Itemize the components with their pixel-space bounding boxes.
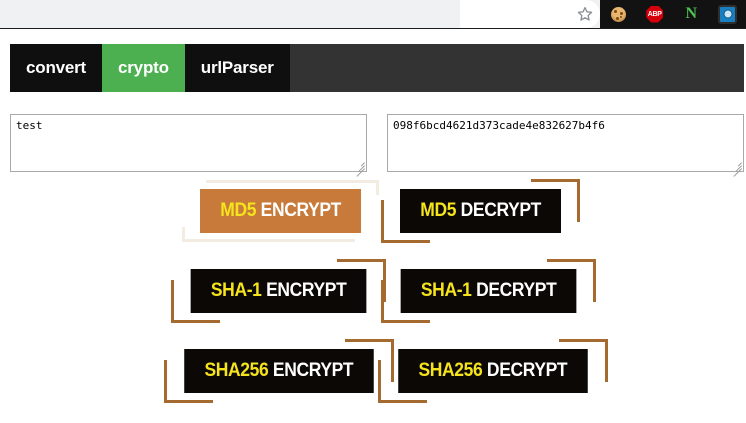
cookie-extension-icon[interactable] <box>607 3 629 25</box>
tab-urlparser-label: urlParser <box>200 58 274 77</box>
md5-decrypt-frame: MD5 DECRYPT <box>381 179 581 243</box>
md5-encrypt-algo-label: MD5 <box>220 200 257 221</box>
main-nav-tabs: convert crypto urlParser <box>10 44 744 92</box>
sha1-encrypt-button[interactable]: SHA-1 ENCRYPT <box>190 269 367 313</box>
sha256-decrypt-algo-label: SHA256 <box>418 360 483 381</box>
tab-crypto[interactable]: crypto <box>102 44 185 92</box>
sha1-row: SHA-1 ENCRYPT SHA-1 DECRYPT <box>8 259 746 349</box>
md5-decrypt-action-label: DECRYPT <box>460 200 542 221</box>
io-row <box>10 114 744 177</box>
md5-row: MD5 ENCRYPT MD5 DECRYPT <box>8 179 746 269</box>
tab-convert-label: convert <box>26 58 87 77</box>
sha1-encrypt-frame: SHA-1 ENCRYPT <box>171 259 387 323</box>
sha1-decrypt-action-label: DECRYPT <box>476 280 557 301</box>
bookmark-star-icon[interactable] <box>576 5 594 23</box>
omnibox-right-end[interactable] <box>460 0 600 28</box>
md5-decrypt-algo-label: MD5 <box>420 200 457 221</box>
md5-decrypt-button[interactable]: MD5 DECRYPT <box>400 189 562 233</box>
browser-toolbar: ABP N <box>0 0 746 28</box>
md5-encrypt-frame: MD5 ENCRYPT <box>182 180 380 242</box>
sha256-decrypt-button[interactable]: SHA256 DECRYPT <box>398 349 588 393</box>
md5-encrypt-button[interactable]: MD5 ENCRYPT <box>200 189 362 233</box>
sha256-decrypt-frame: SHA256 DECRYPT <box>378 339 608 403</box>
sha256-encrypt-frame: SHA256 ENCRYPT <box>164 339 394 403</box>
sha1-decrypt-algo-label: SHA-1 <box>420 280 472 301</box>
input-textarea-wrapper <box>10 114 367 177</box>
plaintext-input[interactable] <box>10 114 367 172</box>
evernote-extension-icon[interactable]: N <box>680 3 702 25</box>
sha256-encrypt-action-label: ENCRYPT <box>272 360 354 381</box>
output-textarea-wrapper <box>387 114 744 177</box>
sha1-encrypt-action-label: ENCRYPT <box>266 280 347 301</box>
adblock-plus-extension-icon[interactable]: ABP <box>644 3 666 25</box>
sha256-encrypt-button[interactable]: SHA256 ENCRYPT <box>184 349 374 393</box>
evernote-label: N <box>685 5 698 22</box>
tab-crypto-label: crypto <box>118 58 169 77</box>
sha256-decrypt-action-label: DECRYPT <box>486 360 568 381</box>
sha1-decrypt-frame: SHA-1 DECRYPT <box>381 259 597 323</box>
tab-convert[interactable]: convert <box>10 44 103 92</box>
sha1-decrypt-button[interactable]: SHA-1 DECRYPT <box>400 269 577 313</box>
crypto-action-grid: MD5 ENCRYPT MD5 DECRYPT <box>8 179 746 423</box>
extension-toolbar: ABP N <box>600 0 746 28</box>
screenshot-camera-extension-icon[interactable] <box>717 3 739 25</box>
adblock-plus-label: ABP <box>646 5 664 23</box>
sha256-encrypt-algo-label: SHA256 <box>204 360 269 381</box>
hash-output[interactable] <box>387 114 744 172</box>
sha256-row: SHA256 ENCRYPT SHA256 DECRYPT <box>8 339 746 423</box>
page-viewport: convert crypto urlParser <box>0 28 746 423</box>
sha1-encrypt-algo-label: SHA-1 <box>210 280 262 301</box>
tab-urlparser[interactable]: urlParser <box>184 44 290 92</box>
md5-encrypt-action-label: ENCRYPT <box>260 200 342 221</box>
